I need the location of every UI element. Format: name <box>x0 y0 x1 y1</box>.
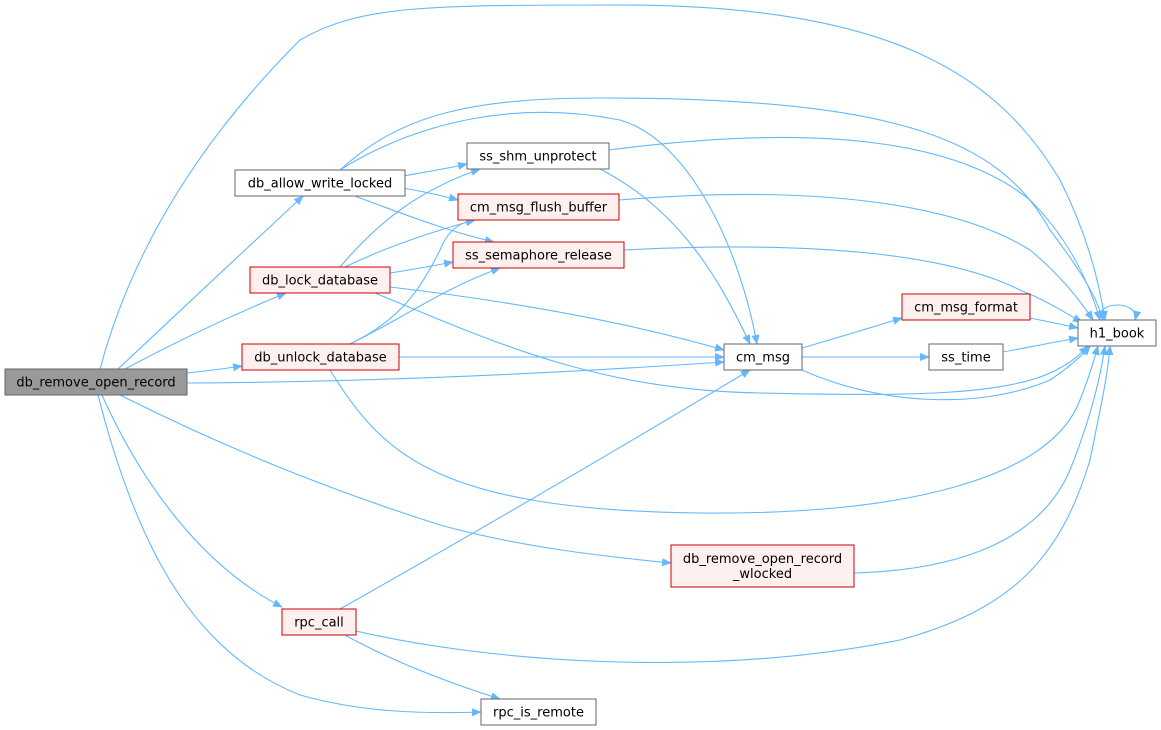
edge-rpc-call-to-cm-msg <box>339 369 751 610</box>
node-box[interactable] <box>901 293 1031 321</box>
node-label: cm_msg_format <box>914 301 1018 316</box>
edge-rpc-call-to-h1-book <box>355 345 1114 663</box>
node-cm-msg-flush-buffer[interactable]: cm_msg_flush_buffer <box>457 193 620 221</box>
node-db-allow-write-locked[interactable]: db_allow_write_locked <box>234 169 406 197</box>
node-box[interactable] <box>928 343 1004 371</box>
edge-cm-msg-to-cm-msg-format <box>801 316 903 349</box>
edge-db-lock-database-to-cm-msg <box>389 286 725 352</box>
node-label: db_remove_open_record <box>683 552 842 567</box>
edge-db-allow-write-locked-to-ss-semaphore-release <box>354 195 495 244</box>
node-label: ss_time <box>941 351 990 366</box>
edge-db-remove-open-record-to-db-unlock-database <box>186 363 243 374</box>
node-label: db_allow_write_locked <box>248 177 393 192</box>
edge-db-allow-write-locked-to-h1-book <box>339 97 1105 321</box>
edge-db-remove-open-record-wlocked-to-h1-book <box>853 345 1108 574</box>
edge-db-remove-open-record-to-cm-msg <box>186 358 725 384</box>
node-label: db_unlock_database <box>254 351 387 366</box>
node-box[interactable] <box>241 343 400 371</box>
edge-db-unlock-database-to-cm-msg-flush-buffer <box>349 217 476 345</box>
edge-ss-time-to-h1-book <box>1002 335 1079 353</box>
node-box[interactable] <box>723 343 803 371</box>
node-box[interactable] <box>457 193 620 221</box>
edge-db-remove-open-record-to-rpc-call <box>101 394 283 608</box>
edge-db-unlock-database-to-ss-semaphore-release <box>349 267 501 345</box>
node-ss-semaphore-release[interactable]: ss_semaphore_release <box>452 241 625 269</box>
node-rpc-call[interactable]: rpc_call <box>281 608 357 636</box>
node-label: db_remove_open_record <box>16 376 175 391</box>
node-box[interactable] <box>4 368 188 396</box>
edge-cm-msg-flush-buffer-to-h1-book <box>618 193 1094 321</box>
edge-db-remove-open-record-to-rpc-is-remote <box>97 394 482 717</box>
node-box[interactable] <box>1077 319 1157 347</box>
edge-rpc-call-to-rpc-is-remote <box>344 634 501 701</box>
node-box[interactable] <box>670 544 855 588</box>
edge-db-allow-write-locked-to-cm-msg <box>339 111 760 345</box>
edge-db-lock-database-to-h1-book <box>374 292 1089 395</box>
node-db-remove-open-record-wlocked[interactable]: db_remove_open_record_wlocked <box>670 544 855 588</box>
edge-db-unlock-database-to-h1-book <box>329 345 1100 514</box>
edge-db-lock-database-to-ss-shm-unprotect <box>339 168 481 268</box>
node-db-unlock-database[interactable]: db_unlock_database <box>241 343 400 371</box>
edge-ss-semaphore-release-to-h1-book <box>623 246 1083 323</box>
node-db-lock-database[interactable]: db_lock_database <box>249 266 391 294</box>
node-h1-book[interactable]: h1_book <box>1077 319 1157 347</box>
nodes-layer: db_remove_open_record db_allow_write_lock… <box>4 142 1157 726</box>
node-label: _wlocked <box>732 567 792 582</box>
edge-db-allow-write-locked-to-cm-msg-flush-buffer <box>402 187 459 202</box>
node-box[interactable] <box>452 241 625 269</box>
node-rpc-is-remote[interactable]: rpc_is_remote <box>480 698 597 726</box>
node-label: h1_book <box>1090 327 1145 342</box>
node-cm-msg-format[interactable]: cm_msg_format <box>901 293 1031 321</box>
node-box[interactable] <box>234 169 406 197</box>
edge-cm-msg-format-to-h1-book <box>1029 317 1079 330</box>
node-ss-time[interactable]: ss_time <box>928 343 1004 371</box>
edge-db-remove-open-record-to-db-remove-open-record-wlocked <box>119 394 672 567</box>
node-box[interactable] <box>281 608 357 636</box>
edge-db-remove-open-record-to-h1-book <box>99 4 1108 370</box>
node-label: rpc_call <box>294 616 344 631</box>
edge-db-lock-database-to-ss-semaphore-release <box>389 259 454 274</box>
node-label: cm_msg <box>736 351 790 366</box>
node-db-remove-open-record[interactable]: db_remove_open_record <box>4 368 188 396</box>
edge-db-allow-write-locked-to-ss-shm-unprotect <box>402 162 468 177</box>
edge-db-remove-open-record-to-db-lock-database <box>124 292 287 370</box>
node-box[interactable] <box>480 698 597 726</box>
edge-h1-book-to-h1-book <box>1099 304 1142 321</box>
edge-db-remove-open-record-to-db-allow-write-locked <box>117 195 304 370</box>
edge-cm-msg-to-h1-book <box>801 345 1091 401</box>
node-label: rpc_is_remote <box>493 706 584 721</box>
node-label: ss_semaphore_release <box>465 249 612 264</box>
node-cm-msg[interactable]: cm_msg <box>723 343 803 371</box>
edge-ss-shm-unprotect-to-h1-book <box>608 136 1102 321</box>
node-label: db_lock_database <box>262 274 378 289</box>
node-ss-shm-unprotect[interactable]: ss_shm_unprotect <box>466 142 610 170</box>
edge-db-lock-database-to-cm-msg-flush-buffer <box>344 218 476 268</box>
node-label: ss_shm_unprotect <box>479 150 596 165</box>
node-label: cm_msg_flush_buffer <box>470 201 608 216</box>
node-box[interactable] <box>466 142 610 170</box>
edges-layer <box>97 4 1142 717</box>
node-box[interactable] <box>249 266 391 294</box>
